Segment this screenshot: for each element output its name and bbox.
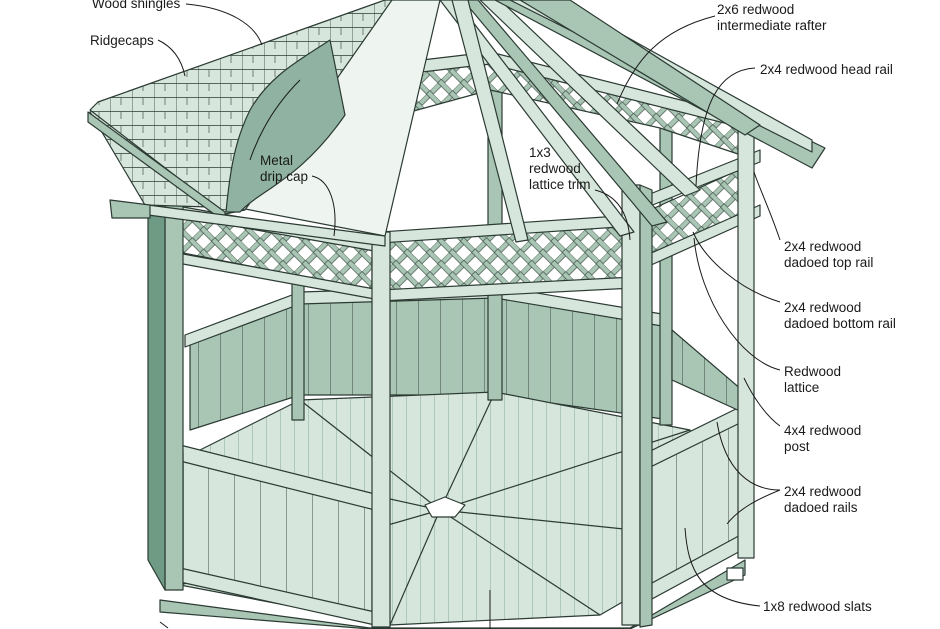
front-post-right bbox=[621, 184, 641, 626]
label-top-rail-line2: dadoed top rail bbox=[784, 255, 873, 270]
rafter-c bbox=[479, 0, 701, 197]
label-post-line2: post bbox=[784, 439, 810, 454]
label-intermediate-rafter-line1: 2x6 redwood bbox=[717, 2, 794, 17]
label-lattice-line2: lattice bbox=[784, 380, 819, 395]
label-ridgecaps: Ridgecaps bbox=[90, 33, 154, 48]
label-lattice-trim-line3: lattice trim bbox=[529, 177, 591, 192]
callout-labels: Wood shingles Ridgecaps Metal drip cap 2… bbox=[90, 0, 896, 614]
label-dadoed-rails-line2: dadoed rails bbox=[784, 500, 858, 515]
label-head-rail: 2x4 redwood head rail bbox=[760, 62, 893, 77]
label-lattice-trim-line2: redwood bbox=[529, 161, 581, 176]
label-metal-drip-cap-line1: Metal bbox=[260, 153, 293, 168]
label-wood-shingles: Wood shingles bbox=[92, 0, 181, 11]
label-dadoed-rails-line1: 2x4 redwood bbox=[784, 484, 861, 499]
gazebo-illustration bbox=[87, 0, 826, 629]
label-lattice-trim-line1: 1x3 bbox=[529, 145, 551, 160]
label-metal-drip-cap-line2: drip cap bbox=[260, 169, 308, 184]
rafter-a bbox=[439, 0, 635, 237]
leader-lines bbox=[157, 3, 781, 629]
label-lattice-line1: Redwood bbox=[784, 364, 841, 379]
label-top-rail-line1: 2x4 redwood bbox=[784, 239, 861, 254]
front-post-left bbox=[164, 204, 184, 591]
base bbox=[159, 559, 746, 629]
front-post-center bbox=[371, 231, 391, 628]
rafter-d bbox=[451, 0, 529, 243]
label-post-line1: 4x4 redwood bbox=[784, 423, 861, 438]
label-intermediate-rafter-line2: intermediate rafter bbox=[717, 18, 827, 33]
corner-post-right bbox=[737, 127, 755, 559]
metal-drip-cap bbox=[225, 39, 346, 213]
label-bottom-rail-line2: dadoed bottom rail bbox=[784, 316, 896, 331]
rafter-f bbox=[519, 0, 761, 136]
rafter-b bbox=[462, 0, 668, 227]
label-bottom-rail-line1: 2x4 redwood bbox=[784, 300, 861, 315]
label-slats: 1x8 redwood slats bbox=[763, 599, 872, 614]
